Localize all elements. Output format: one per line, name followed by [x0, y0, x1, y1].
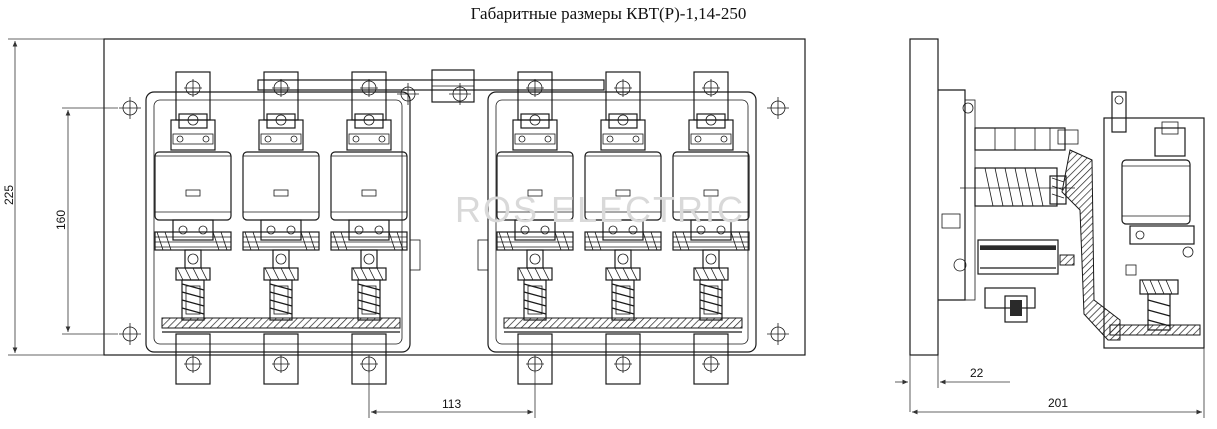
dim-pole-spacing: 113	[442, 397, 461, 411]
dim-mounting-height: 160	[54, 210, 68, 230]
dim-overall-depth: 201	[1048, 396, 1068, 410]
front-view	[103, 38, 806, 385]
side-view	[909, 38, 1205, 356]
drawing-title: Габаритные размеры КВТ(Р)-1,14-250	[470, 4, 747, 23]
front-dimensions: 225 160 113	[2, 38, 536, 418]
dim-overall-height: 225	[2, 185, 16, 205]
dim-side-offset: 22	[970, 366, 984, 380]
side-dimensions: 22 201	[895, 348, 1205, 418]
watermark: ROS ELECTRIC	[455, 189, 745, 230]
